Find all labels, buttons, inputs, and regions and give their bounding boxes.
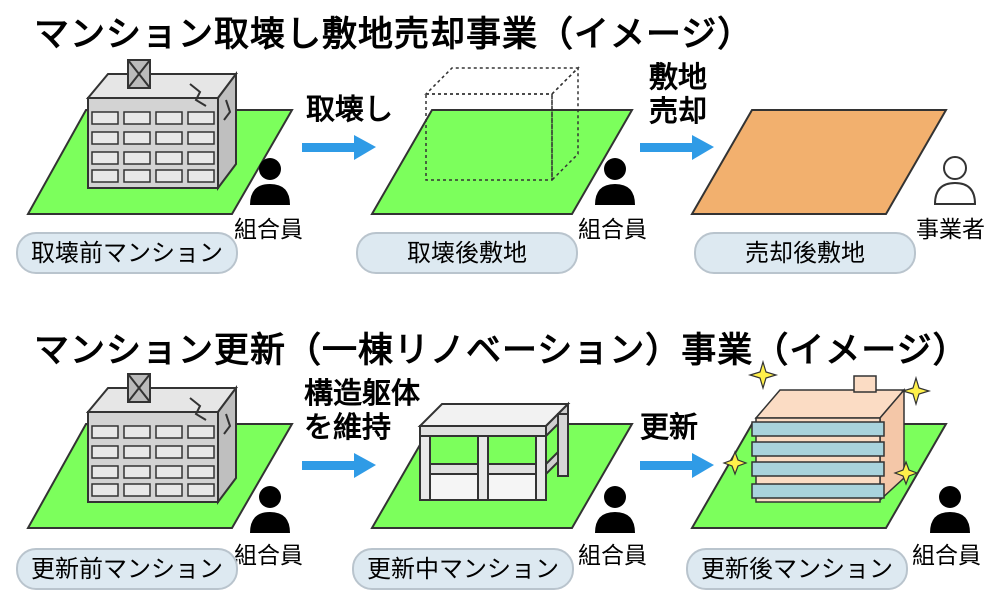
arrow-right-icon — [640, 135, 714, 160]
section1-title: マンション取壊し敷地売却事業（イメージ） — [34, 15, 754, 55]
person2-label: 組合員 — [578, 543, 647, 569]
dotted-building-outline — [424, 66, 580, 182]
section2-title: マンション更新（一棟リノベーション）事業（イメージ） — [34, 331, 969, 371]
arrow-right-icon — [640, 453, 714, 478]
person-icon — [250, 158, 290, 205]
person3-label: 組合員 — [912, 543, 981, 569]
arrow-right-icon — [302, 135, 376, 160]
arrow1-label: 取壊し — [306, 92, 394, 126]
person3-label: 事業者 — [916, 217, 985, 243]
person-icon — [595, 158, 635, 205]
stage3-pill: 売却後敷地 — [694, 232, 916, 274]
old-building-icon — [85, 373, 238, 505]
person1-label: 組合員 — [234, 217, 303, 243]
land-after-sale — [690, 109, 948, 215]
stage1-pill: 更新前マンション — [16, 548, 238, 590]
arrow1-label-line2: を維持 — [304, 410, 392, 444]
person-icon — [930, 486, 970, 533]
arrow-right-icon — [302, 453, 376, 478]
person-icon — [250, 486, 290, 533]
arrow2-label: 更新 — [640, 410, 699, 444]
skeleton-building-icon — [417, 401, 571, 501]
renovated-building-icon — [751, 375, 906, 503]
arrow2-label-line1: 敷地 — [649, 60, 708, 94]
arrow2-label-line2: 売却 — [649, 94, 708, 128]
stage2-pill: 更新中マンション — [352, 548, 574, 590]
land-after-demolition — [370, 109, 634, 215]
old-building-icon — [85, 59, 238, 191]
person2-label: 組合員 — [578, 217, 647, 243]
person-icon — [595, 486, 635, 533]
arrow1-label-line1: 構造躯体 — [304, 376, 421, 410]
sparkle-icon — [722, 359, 932, 486]
stage2-pill: 取壊後敷地 — [356, 232, 578, 274]
person-outline-icon — [933, 156, 977, 205]
stage1-pill: 取壊前マンション — [16, 232, 238, 274]
person1-label: 組合員 — [234, 543, 303, 569]
stage3-pill: 更新後マンション — [686, 548, 908, 590]
